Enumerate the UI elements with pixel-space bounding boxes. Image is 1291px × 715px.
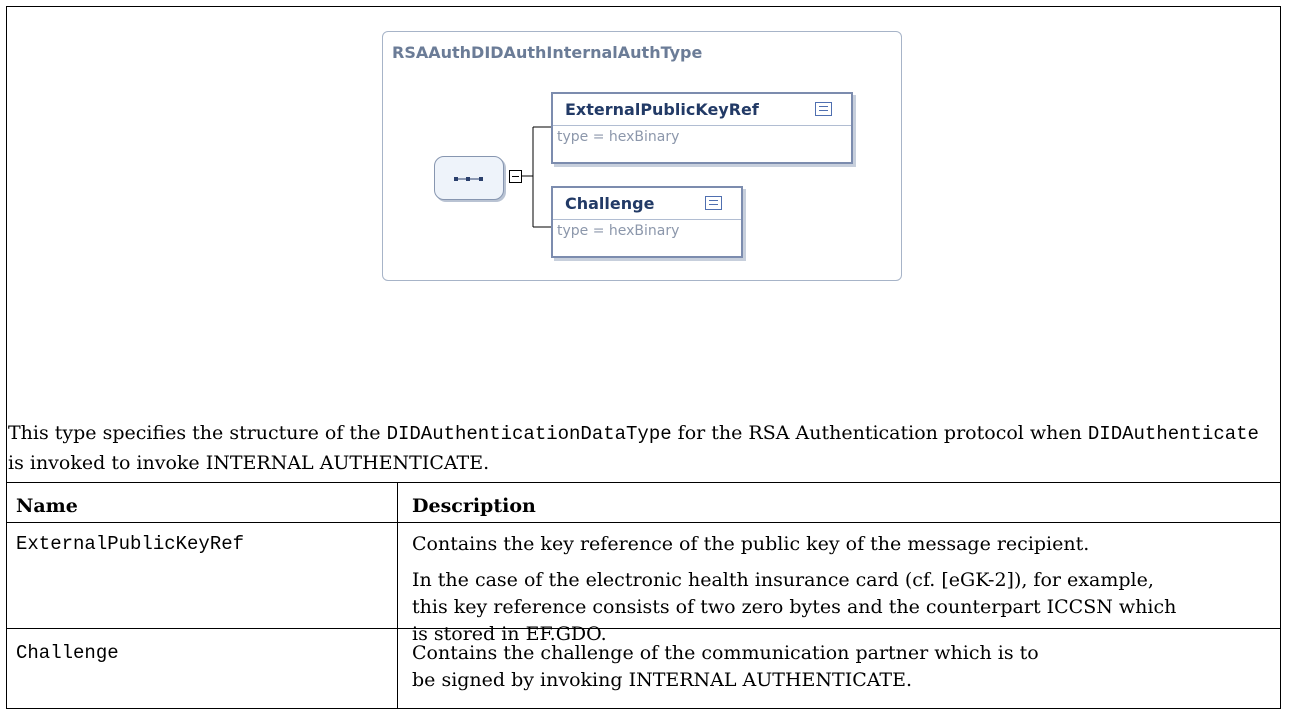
element-name: ExternalPublicKeyRef (565, 100, 759, 119)
sequence-compositor (434, 156, 504, 200)
table-cell-name: Challenge (16, 642, 119, 664)
table-cell-description: Contains the challenge of the communicat… (412, 642, 1039, 691)
column-header-description: Description (412, 495, 536, 517)
type-description: This type specifies the structure of the… (8, 419, 1268, 478)
description-text: for the RSA Authentication protocol when (671, 422, 1088, 444)
collapse-toggle-icon[interactable] (509, 170, 522, 183)
connector-lines (522, 126, 551, 228)
element-type: type = hexBinary (557, 223, 680, 239)
complex-type-title: RSAAuthDIDAuthInternalAuthType (392, 43, 703, 62)
table-column-divider (397, 482, 398, 709)
table-header-border (6, 522, 1281, 523)
table-cell-description: In the case of the electronic health ins… (412, 569, 1177, 645)
table-cell-description: Contains the key reference of the public… (412, 533, 1090, 555)
code-term: DIDAuthenticate (1087, 423, 1259, 445)
element-type: type = hexBinary (557, 129, 680, 145)
element-external-public-key-ref: ExternalPublicKeyRef type = hexBinary (551, 92, 853, 164)
description-text: is invoked to invoke INTERNAL AUTHENTICA… (8, 452, 490, 474)
documentation-icon (705, 196, 722, 210)
table-cell-name: ExternalPublicKeyRef (16, 533, 245, 555)
document-frame (6, 6, 1281, 709)
table-top-border (6, 482, 1281, 483)
element-challenge: Challenge type = hexBinary (551, 186, 743, 258)
element-name: Challenge (565, 194, 655, 213)
description-text: This type specifies the structure of the (8, 422, 387, 444)
table-row-border (6, 628, 1281, 629)
code-term: DIDAuthenticationDataType (386, 423, 672, 445)
sequence-icon (454, 177, 483, 181)
documentation-icon (815, 102, 832, 116)
column-header-name: Name (16, 495, 78, 517)
schema-diagram: RSAAuthDIDAuthInternalAuthType ExternalP… (382, 31, 902, 281)
